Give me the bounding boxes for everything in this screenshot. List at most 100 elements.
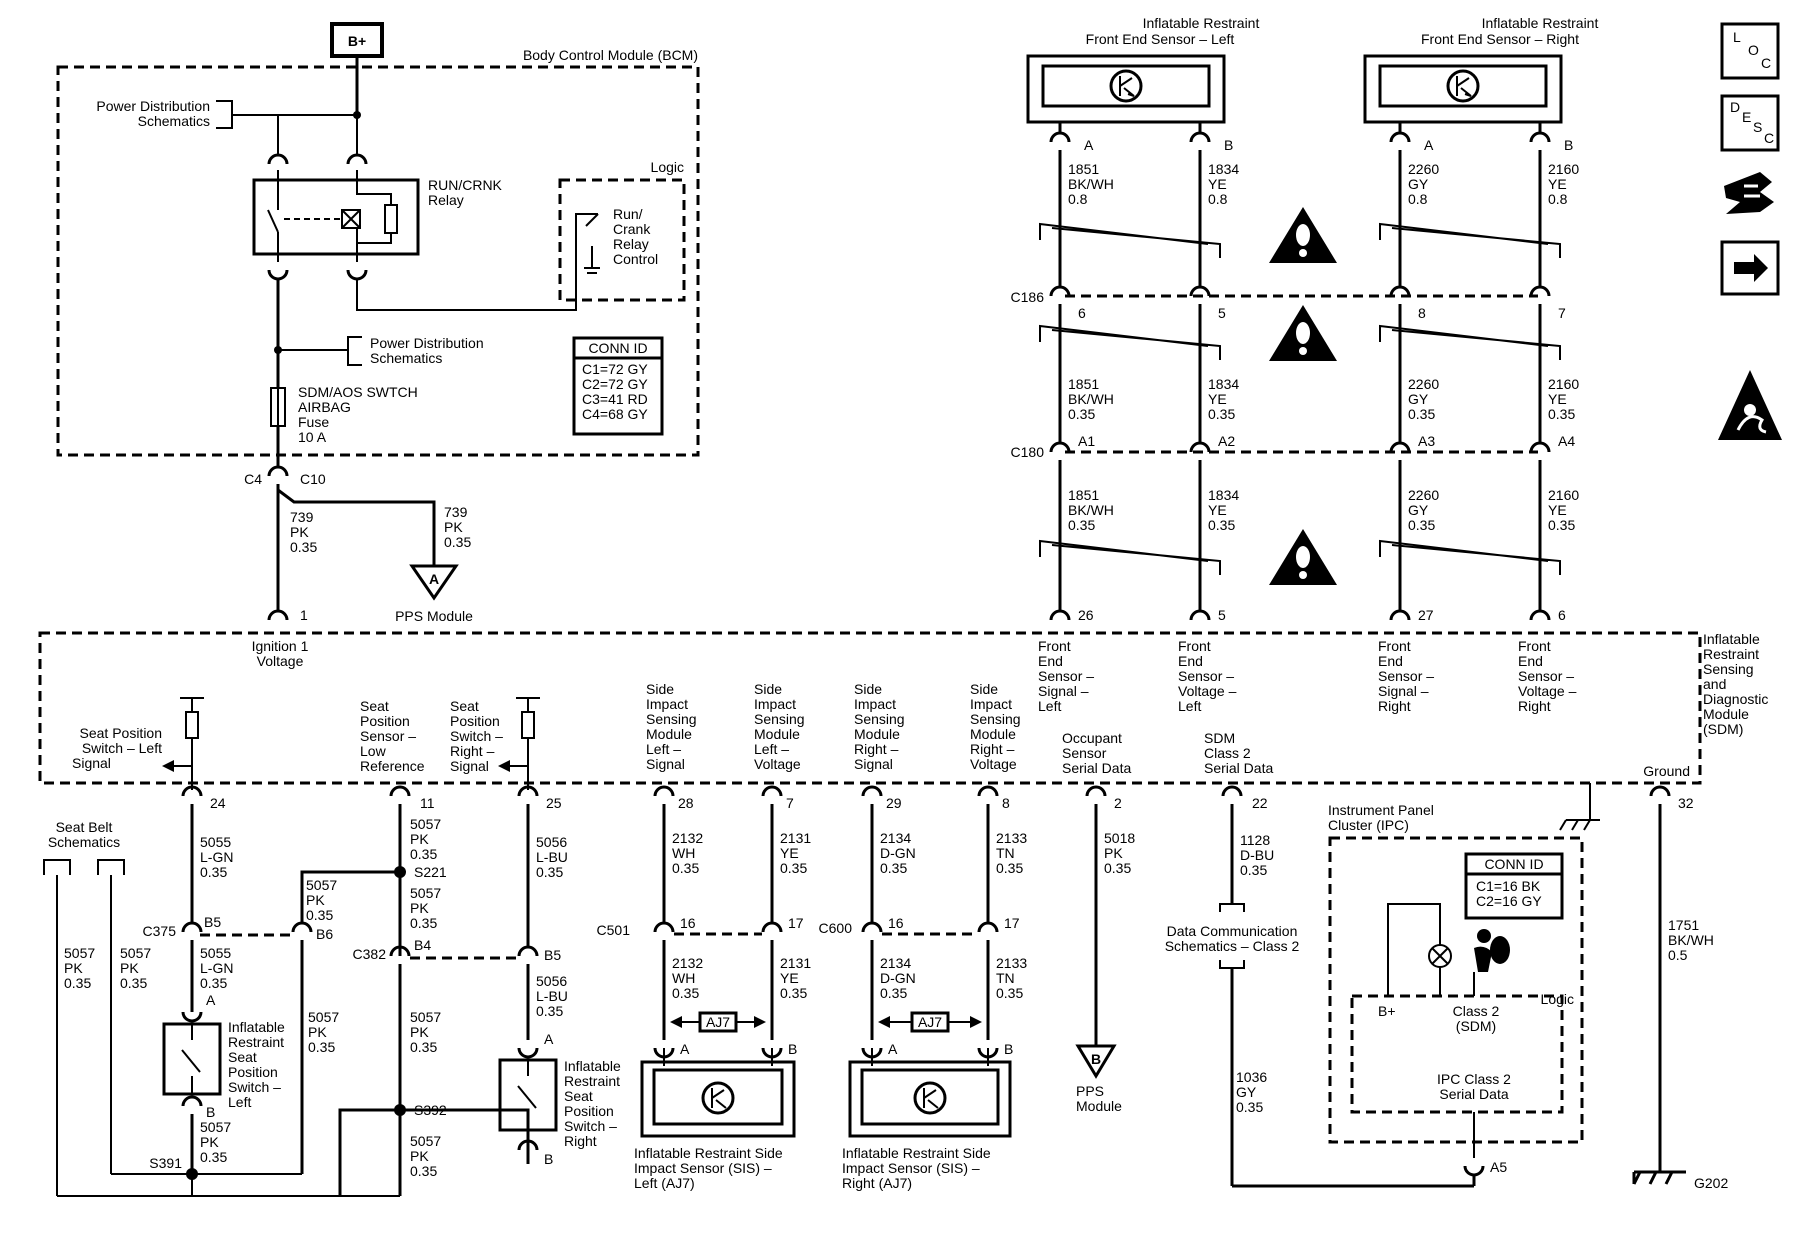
seat-belt-label-2: Schematics (48, 834, 120, 850)
sis-name-label: Impact Sensor (SIS) – (842, 1160, 980, 1176)
wire-label: 1834 (1208, 487, 1239, 503)
wire-gauge: 0.35 (1548, 406, 1575, 422)
seat-right-label: Seat (450, 698, 479, 714)
seat-switch-left-label-3: Seat (228, 1049, 257, 1065)
connector-pin: A3 (1418, 433, 1435, 449)
seat-position-left-circuit: Seat Position Switch – Left Signal 24 50… (72, 697, 292, 1180)
connector-cavity (1529, 441, 1551, 453)
relay-control-label-4: Control (613, 251, 658, 267)
occupant-label: Occupant (1062, 730, 1122, 746)
seat-right-label-4: Right – (450, 743, 495, 759)
sdm-front-label: Front (1518, 638, 1551, 654)
sensor-pin: A (1424, 137, 1434, 153)
pps-module-label: PPS Module (395, 608, 473, 624)
wire-label: 5055 (200, 945, 231, 961)
sdm-sis-label: Impact (646, 696, 688, 712)
front-sensor-left: Inflatable Restraint Front End Sensor – … (1026, 15, 1259, 124)
relay-label: RUN/CRNK (428, 177, 503, 193)
ipc-class2-label: Class 2 (1453, 1003, 1500, 1019)
wire-739-color: PK (290, 524, 309, 540)
connector-pin: 7 (1558, 305, 1566, 321)
wire-color: GY (1236, 1084, 1257, 1100)
wire-label: 2133 (996, 955, 1027, 971)
seat-switch-right-label-5: Switch – (564, 1118, 617, 1134)
ground-icon (1632, 1170, 1686, 1185)
wire-gauge: 0.35 (1236, 1099, 1263, 1115)
fuse-label-4: 10 A (298, 429, 327, 445)
wire-color: WH (672, 970, 695, 986)
sdm-pin-11: 11 (420, 795, 435, 811)
connector-c600-label: C600 (819, 920, 853, 936)
connector-icon[interactable] (1724, 172, 1774, 214)
relay-control-label-2: Crank (613, 221, 651, 237)
wire-gauge: 0.35 (1208, 406, 1235, 422)
connector-pin: B4 (414, 937, 431, 953)
sdm-sis-label: Impact (970, 696, 1012, 712)
sensor-pin: A (888, 1041, 898, 1057)
wire-label: 1834 (1208, 376, 1239, 392)
connector-c382-label: C382 (353, 946, 387, 962)
wire-color: YE (1208, 502, 1227, 518)
wire-color: BK/WH (1068, 176, 1114, 192)
wire-739-color: PK (444, 519, 463, 535)
wire-gauge: 0.35 (996, 860, 1023, 876)
wire-label: 5018 (1104, 830, 1135, 846)
wire-color: PK (410, 1148, 429, 1164)
loc-icon[interactable]: L O C (1720, 22, 1780, 80)
aj7-tag (698, 1011, 738, 1033)
sis-name-label: Inflatable Restraint Side (842, 1145, 991, 1161)
wire-gauge: 0.35 (1068, 406, 1095, 422)
seat-switch-left-label-5: Switch – (228, 1079, 281, 1095)
wire-gauge: 0.35 (308, 1039, 335, 1055)
wire-label: 1851 (1068, 376, 1099, 392)
wire-gauge: 0.35 (536, 1003, 563, 1019)
front-sensor-left-title-2: Front End Sensor – Left (1086, 31, 1235, 47)
connector-pin: 17 (788, 915, 804, 931)
sdm-sis-label: Module (646, 726, 692, 742)
ignition-feed: C4 C10 739 PK 0.35 739 PK 0.35 A PPS Mod… (244, 465, 473, 624)
wire-color: PK (306, 892, 325, 908)
ipc-class2-label-2: (SDM) (1456, 1018, 1496, 1034)
esd-icon[interactable] (1718, 370, 1782, 440)
ipc-bplus-label: B+ (1378, 1003, 1396, 1019)
seat-right-label-2: Position (450, 713, 500, 729)
bcm-conn-id-row: C4=68 GY (582, 406, 648, 422)
front-wire-0: A1851BK/WH0.861851BK/WH0.35A11851BK/WH0.… (1038, 122, 1114, 714)
seat-low-reference-circuit: Seat Position Sensor – Low Reference 11 … (291, 698, 530, 1196)
sdm-sis-label: Sensing (970, 711, 1021, 727)
seat-switch-left-label-6: Left (228, 1094, 251, 1110)
sensor-pin: B (788, 1041, 797, 1057)
wire-color: L-BU (536, 988, 568, 1004)
ipc-conn-id-row: C1=16 BK (1476, 878, 1541, 894)
seat-left-label-3: Signal (72, 755, 111, 771)
connector-c375-label: C375 (143, 923, 177, 939)
ground-symbol-logic (584, 213, 600, 274)
schematic-bracket (43, 859, 71, 875)
wire-color: YE (1208, 176, 1227, 192)
wire-label: 5055 (200, 834, 231, 850)
sdm-front-label: Left (1178, 698, 1201, 714)
wire-label: 5056 (536, 834, 567, 850)
sdm-sis-label: Left – (646, 741, 681, 757)
twisted-pair-mark (1039, 222, 1221, 258)
wire-label: 1751 (1668, 917, 1699, 933)
crash-sensor-icon (1446, 69, 1480, 103)
sdm-pin-32: 32 (1678, 795, 1694, 811)
pps-off-page-marker (1075, 1044, 1117, 1079)
relay-control-label: Run/ (613, 206, 643, 222)
next-icon[interactable] (1720, 240, 1780, 296)
seat-belt-circuit: Seat Belt Schematics 5057 PK 0.35 5057 P… (43, 819, 400, 1197)
wire-gauge: 0.8 (1548, 191, 1568, 207)
front-sensor-right-title: Inflatable Restraint (1482, 15, 1599, 31)
low-ref-label-5: Reference (360, 758, 425, 774)
low-ref-label-3: Sensor – (360, 728, 416, 744)
wire-gauge: 0.35 (672, 860, 699, 876)
desc-icon[interactable]: D E S C (1720, 94, 1780, 152)
wire-color: TN (996, 845, 1015, 861)
wire-label: 2134 (880, 955, 911, 971)
connector-cavity (653, 785, 675, 797)
seat-switch-right-label-4: Position (564, 1103, 614, 1119)
sdm-pin: 5 (1218, 607, 1226, 623)
front-wire-3: B2160YE0.872160YE0.35A42160YE0.356FrontE… (1518, 122, 1579, 714)
